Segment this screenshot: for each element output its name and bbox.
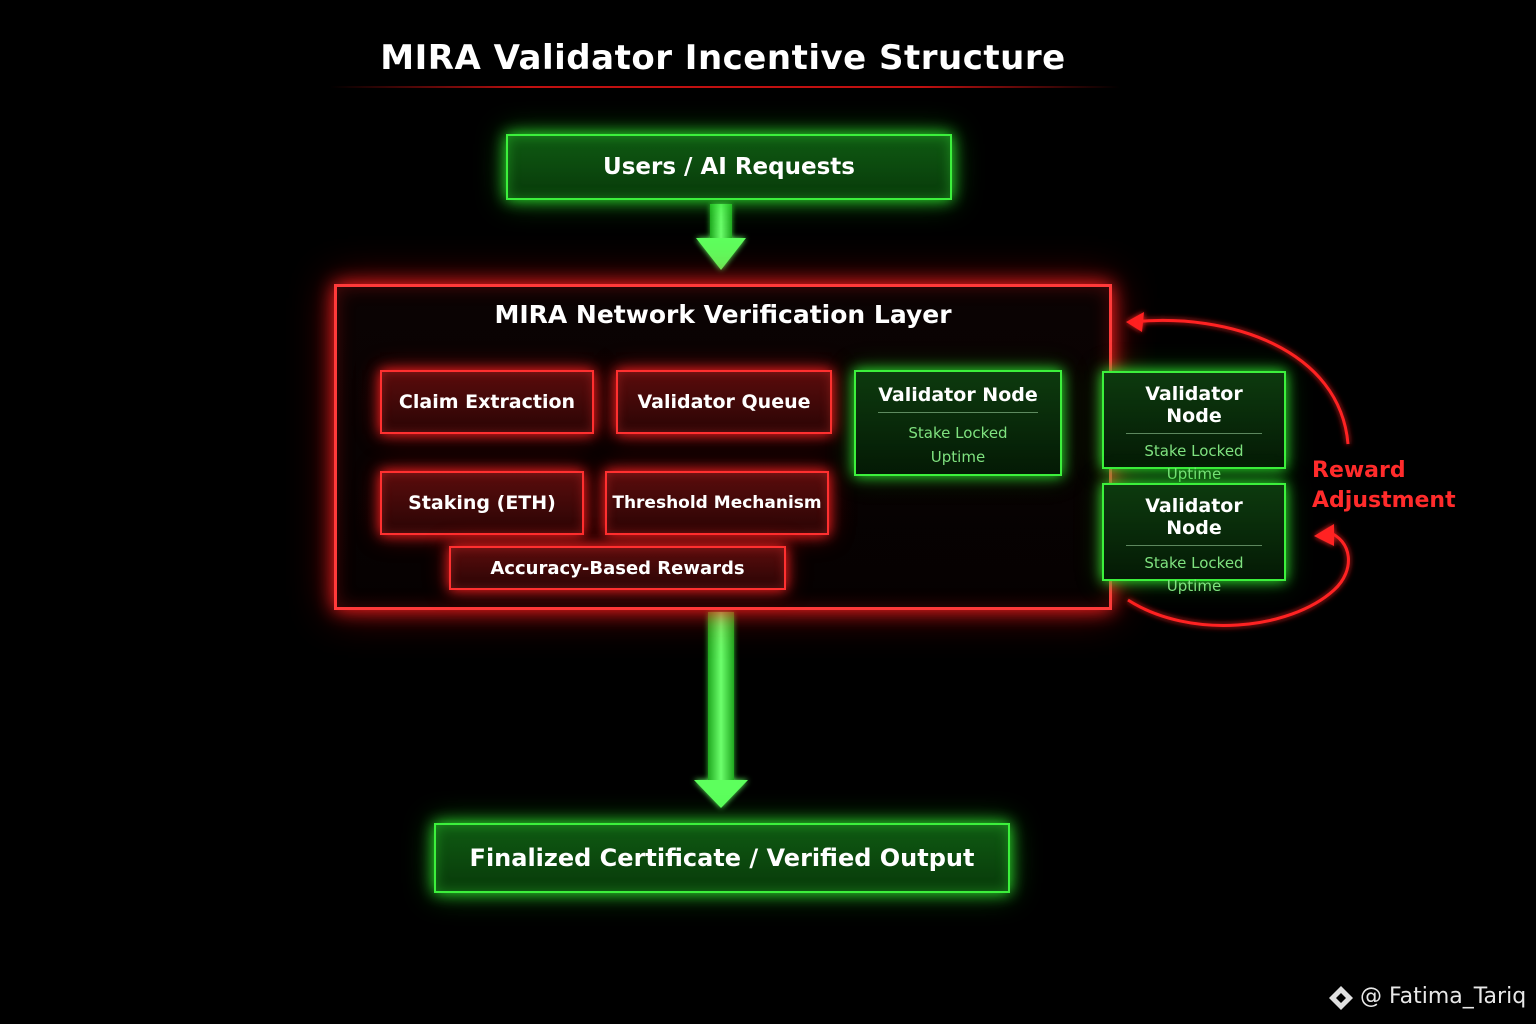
down-arrow-bottom <box>694 612 748 808</box>
validator-node-details: Stake Locked Uptime <box>856 421 1060 469</box>
validator-node-1: Validator Node Stake Locked Uptime <box>854 370 1062 476</box>
validator-queue-box: Validator Queue <box>616 370 832 434</box>
reward-adjustment-line1: Reward <box>1312 458 1406 483</box>
reward-adjustment-line2: Adjustment <box>1312 488 1456 513</box>
validator-node-title: Validator Node <box>1126 495 1262 546</box>
validator-node-title: Validator Node <box>878 384 1038 413</box>
validator-node-details: Stake Locked Uptime <box>1104 440 1284 486</box>
uptime-label: Uptime <box>930 448 986 466</box>
title-underline <box>330 86 1120 88</box>
users-ai-requests-box: Users / AI Requests <box>506 134 952 200</box>
validator-node-3: Validator Node Stake Locked Uptime <box>1102 483 1286 595</box>
uptime-label: Uptime <box>1166 577 1222 595</box>
stake-locked-label: Stake Locked <box>1144 554 1244 572</box>
threshold-mechanism-box: Threshold Mechanism <box>605 471 829 535</box>
diamond-logo-icon <box>1329 986 1353 1010</box>
reward-loop <box>1126 312 1350 627</box>
claim-extraction-box: Claim Extraction <box>380 370 594 434</box>
staking-eth-box: Staking (ETH) <box>380 471 584 535</box>
stake-locked-label: Stake Locked <box>908 424 1008 442</box>
watermark: @ Fatima_Tariq <box>1360 984 1527 1009</box>
verification-layer-title: MIRA Network Verification Layer <box>494 300 952 329</box>
accuracy-based-rewards-box: Accuracy-Based Rewards <box>449 546 786 590</box>
validator-node-2: Validator Node Stake Locked Uptime <box>1102 371 1286 483</box>
validator-node-details: Stake Locked Uptime <box>1104 552 1284 598</box>
finalized-output-box: Finalized Certificate / Verified Output <box>434 823 1010 893</box>
validator-node-title: Validator Node <box>1126 383 1262 434</box>
down-arrow-top <box>696 204 746 270</box>
uptime-label: Uptime <box>1166 465 1222 483</box>
page-title: MIRA Validator Incentive Structure <box>380 38 1066 78</box>
reward-adjustment-label: Reward Adjustment <box>1312 456 1456 516</box>
stake-locked-label: Stake Locked <box>1144 442 1244 460</box>
